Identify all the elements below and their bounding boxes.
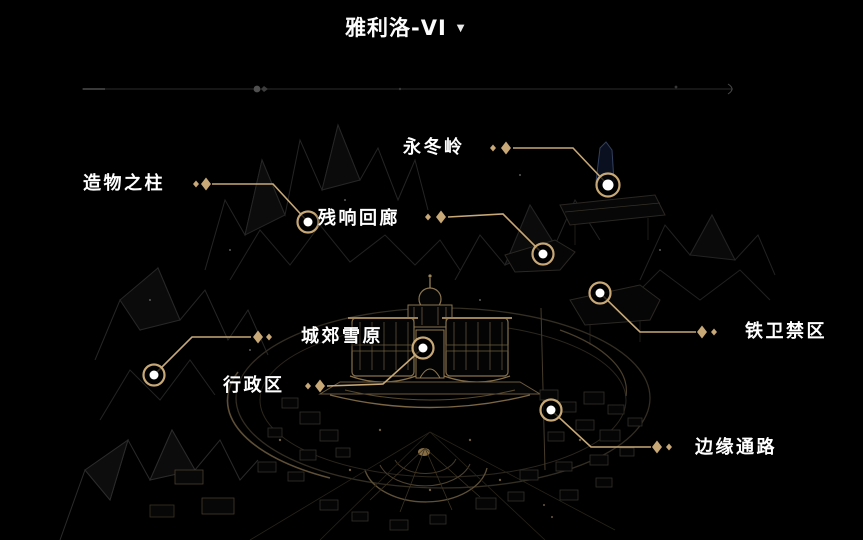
location-label-backwater-pass[interactable]: 边缘通路 bbox=[695, 437, 777, 458]
location-markers bbox=[142, 172, 621, 422]
marker-corridor-of-fading-echoes[interactable] bbox=[531, 242, 555, 266]
location-label-silvermane-guard-restricted-zone[interactable]: 铁卫禁区 bbox=[745, 321, 827, 342]
leader-lines bbox=[153, 147, 743, 448]
region-title: 雅利洛-VI bbox=[345, 16, 447, 40]
location-label-corridor-of-fading-echoes[interactable]: 残响回廊 bbox=[318, 208, 400, 229]
marker-backwater-pass[interactable] bbox=[539, 398, 563, 422]
leader-diamonds bbox=[193, 141, 717, 454]
chevron-down-icon: ▼ bbox=[456, 23, 465, 34]
marker-silvermane-guard-restricted-zone[interactable] bbox=[588, 281, 612, 305]
location-label-outlying-snow-plains[interactable]: 城郊雪原 bbox=[301, 326, 383, 347]
marker-everwinter-hill[interactable] bbox=[595, 172, 621, 198]
header-divider bbox=[82, 83, 733, 95]
location-label-pillars-of-creation[interactable]: 造物之柱 bbox=[83, 173, 165, 194]
marker-outlying-snow-plains[interactable] bbox=[142, 363, 166, 387]
marker-administrative-district[interactable] bbox=[411, 336, 435, 360]
map-artwork bbox=[59, 123, 776, 540]
region-selector[interactable]: 雅利洛-VI ▼ bbox=[345, 12, 465, 42]
marker-pillars-of-creation[interactable] bbox=[296, 210, 320, 234]
location-label-everwinter-hill[interactable]: 永冬岭 bbox=[403, 137, 465, 158]
location-label-administrative-district[interactable]: 行政区 bbox=[223, 375, 285, 396]
